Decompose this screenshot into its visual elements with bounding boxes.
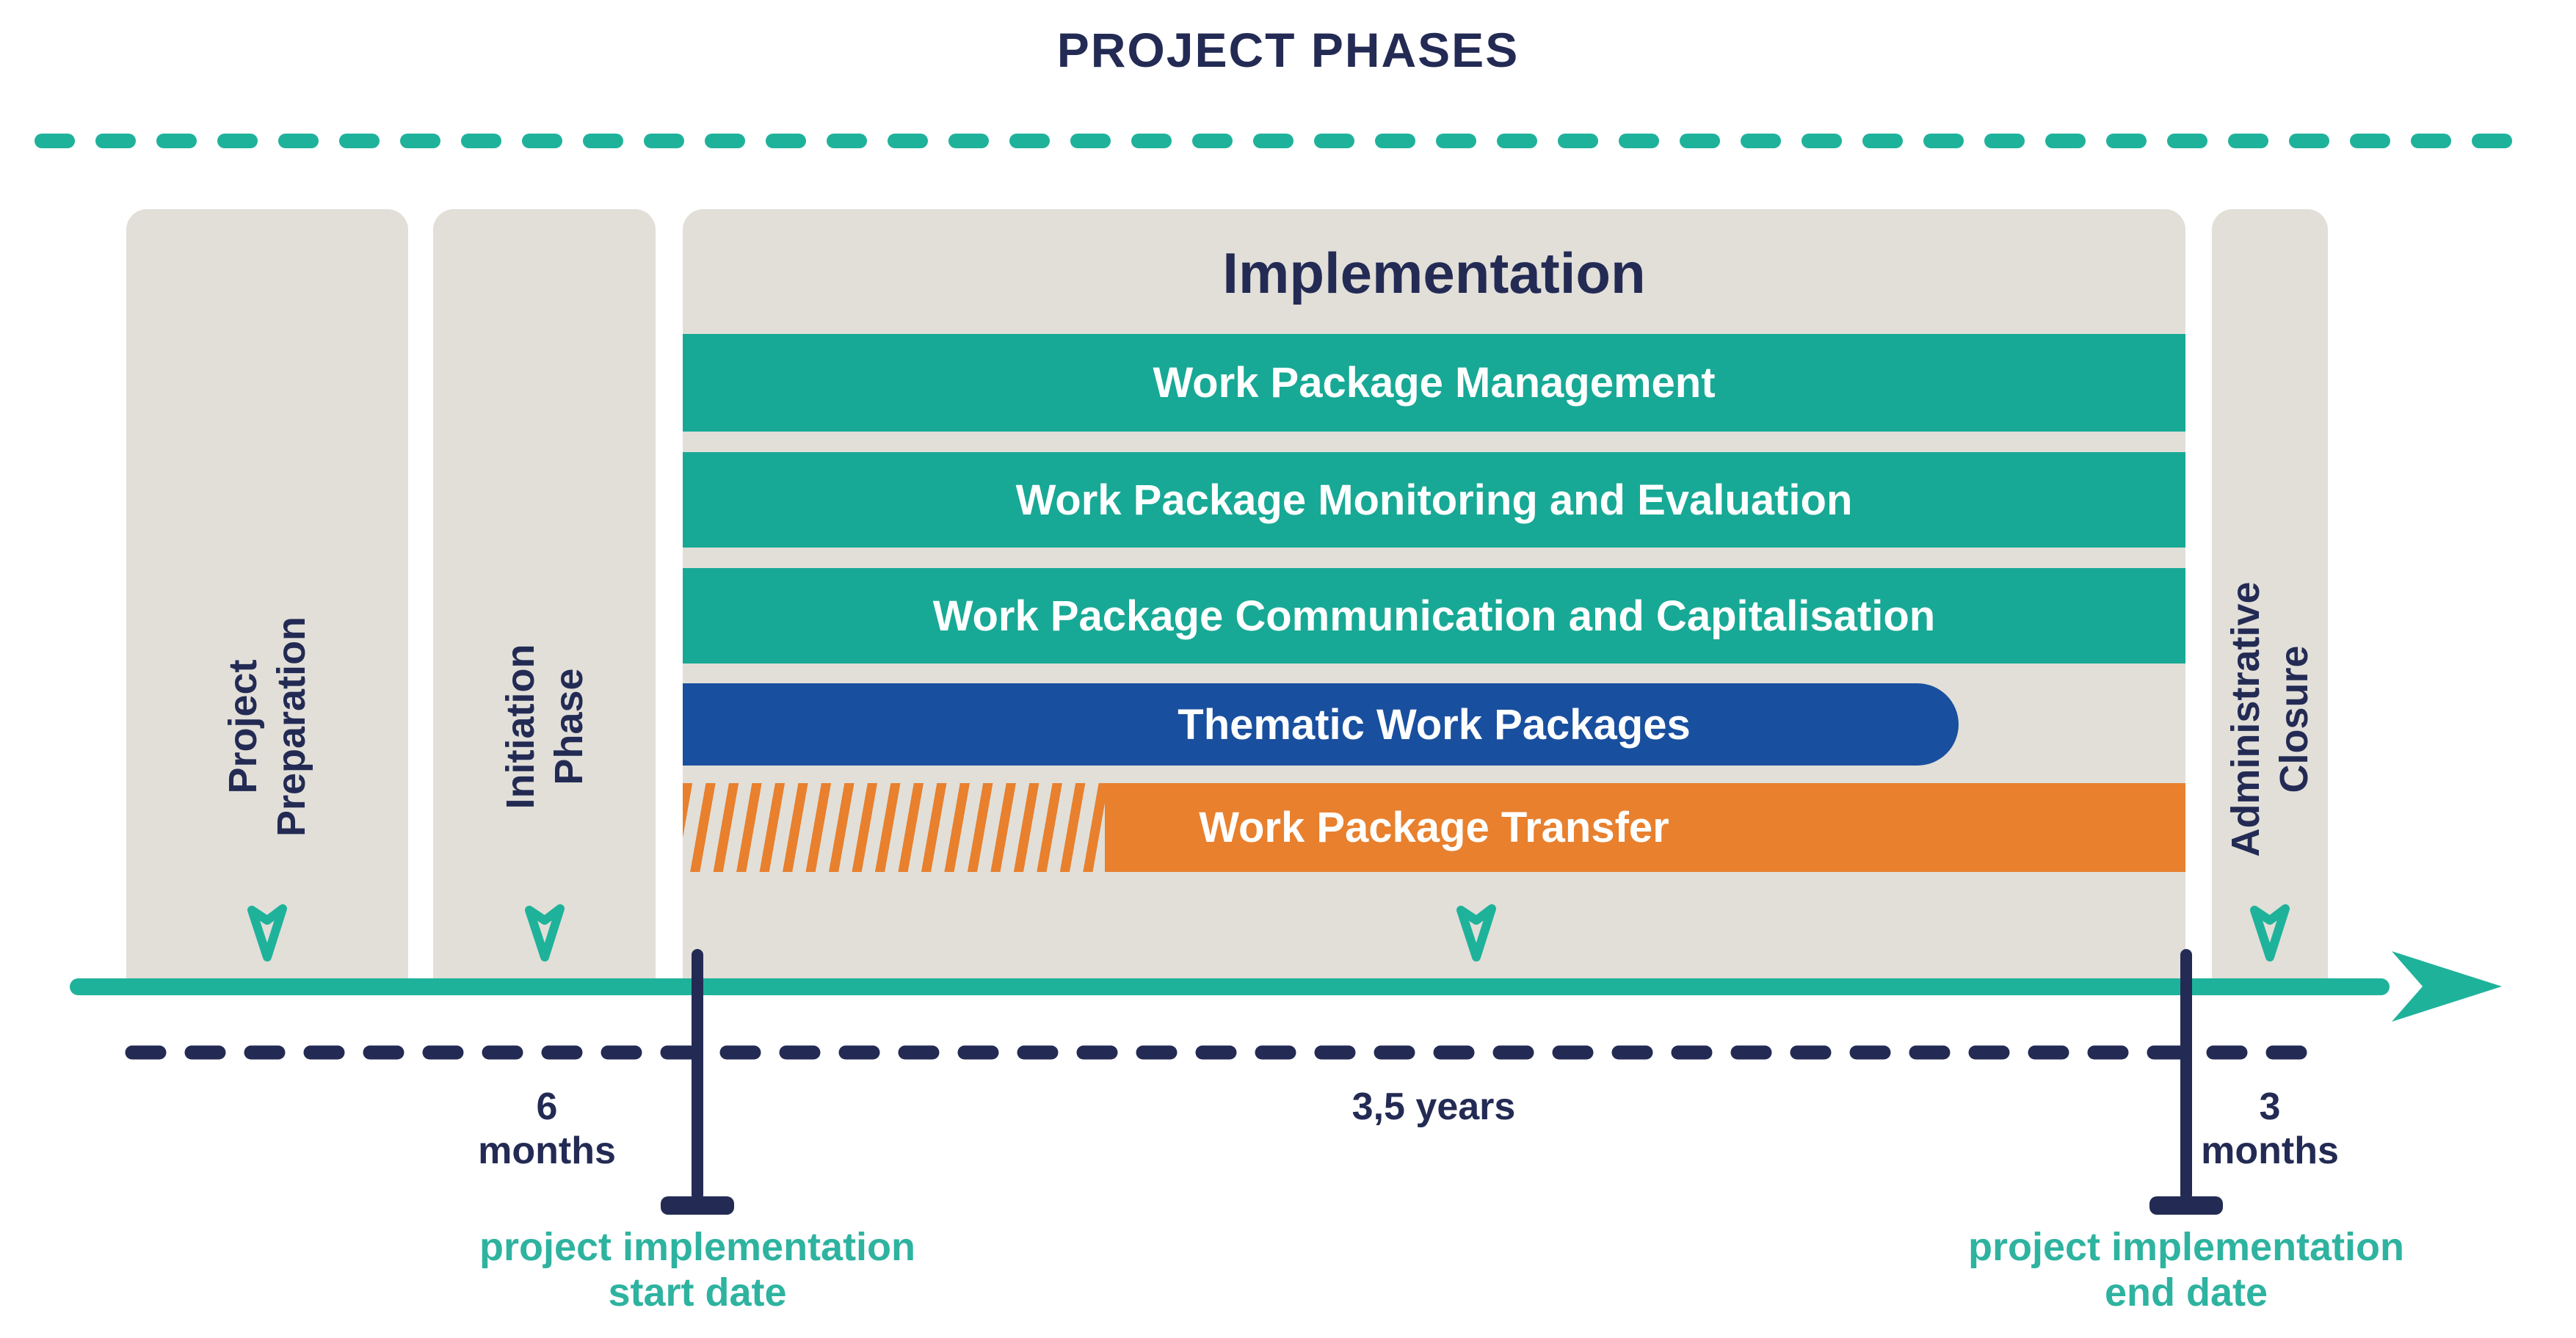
duration-label-3-months: 3 months xyxy=(2201,1086,2339,1172)
end-date-marker-cap xyxy=(2149,1196,2223,1215)
chevron-down-icon xyxy=(2246,898,2294,966)
phase-column-initiation: Initiation Phase xyxy=(433,209,656,978)
end-date-marker xyxy=(2180,949,2192,1201)
chevron-down-icon xyxy=(243,898,291,966)
thematic-work-packages-bar: Thematic Work Packages xyxy=(683,683,2185,766)
timeline-axis xyxy=(70,978,2390,995)
start-date-caption: project implementation start date xyxy=(479,1225,916,1315)
bar-fill xyxy=(683,452,2185,548)
duration-label-6-months: 6 months xyxy=(478,1086,616,1172)
phase-label-preparation: Project Preparation xyxy=(221,616,313,837)
bar-fill xyxy=(683,568,2185,663)
start-date-marker-cap xyxy=(661,1196,734,1215)
chevron-down-icon xyxy=(1452,898,1501,966)
work-package-transfer-bar: Work Package Transfer xyxy=(683,783,2185,872)
bar-fill xyxy=(1105,783,2185,872)
start-date-marker xyxy=(692,949,703,1201)
work-package-bar: Work Package Management xyxy=(683,334,2185,432)
arrow-right-icon xyxy=(2392,951,2502,1022)
hatched-lead-in xyxy=(683,783,1105,872)
top-dashed-divider xyxy=(35,134,2544,148)
end-date-caption: project implementation end date xyxy=(1967,1225,2405,1315)
work-package-bar: Work Package Communication and Capitalis… xyxy=(683,568,2185,663)
phase-label-closure: Administrative Closure xyxy=(2224,581,2316,857)
bar-fill xyxy=(683,683,1959,766)
work-package-bar: Work Package Monitoring and Evaluation xyxy=(683,452,2185,548)
phase-column-preparation: Project Preparation xyxy=(126,209,408,978)
phase-column-implementation: Implementation Work Package Management W… xyxy=(683,209,2185,978)
phase-column-closure: Administrative Closure xyxy=(2212,209,2328,978)
chevron-down-icon xyxy=(520,898,569,966)
page-title: PROJECT PHASES xyxy=(1056,23,1520,77)
duration-label-3-5-years: 3,5 years xyxy=(1352,1086,1516,1128)
bottom-dashed-divider xyxy=(125,1045,2334,1060)
bar-fill xyxy=(683,334,2185,432)
implementation-title: Implementation xyxy=(1222,241,1646,305)
phase-label-initiation: Initiation Phase xyxy=(498,644,591,810)
